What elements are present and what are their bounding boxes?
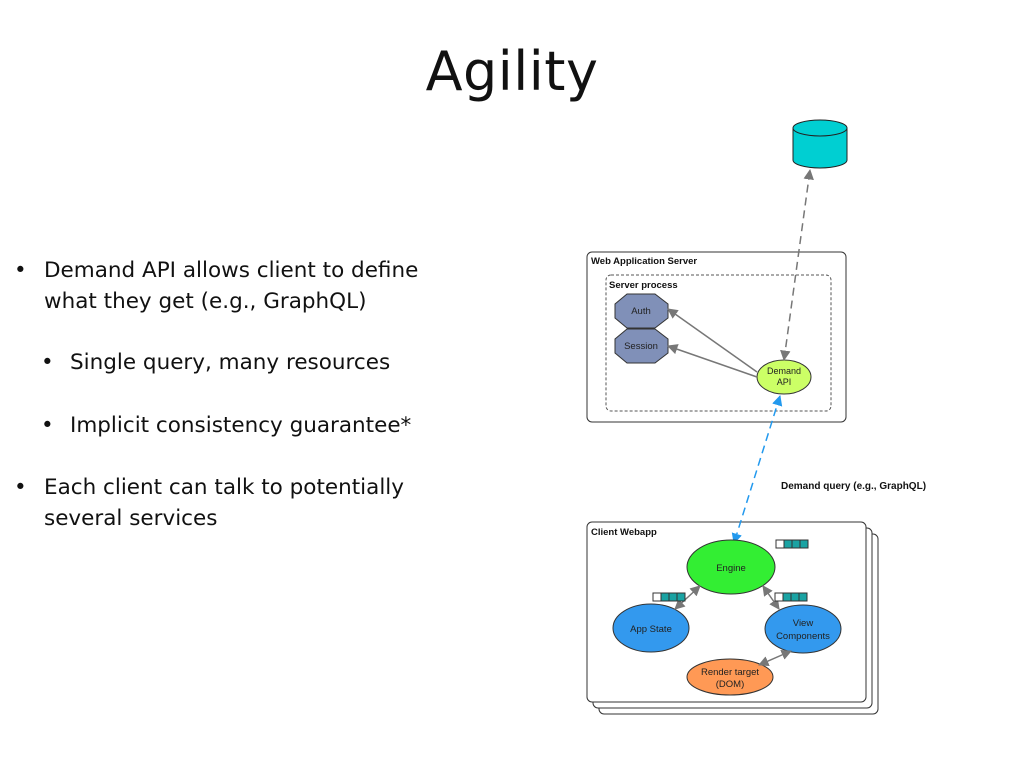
bullet-item: • Each client can talk to potentially se… bbox=[14, 472, 464, 534]
view-components-label-line1: View bbox=[793, 618, 814, 629]
auth-label: Auth bbox=[631, 306, 651, 317]
app-state-node: App State bbox=[612, 603, 690, 653]
view-components-node: View Components bbox=[764, 604, 842, 654]
engine-node: Engine bbox=[686, 539, 776, 595]
bullet-list: • Demand API allows client to define wha… bbox=[14, 255, 464, 534]
slide-title: Agility bbox=[425, 40, 599, 103]
render-target-node: Render target (DOM) bbox=[686, 658, 774, 696]
message-queue-icon bbox=[652, 592, 686, 602]
demand-api-node: Demand API bbox=[756, 359, 812, 395]
view-components-label-line2: Components bbox=[776, 631, 830, 642]
server-process-title: Server process bbox=[609, 280, 678, 291]
bullet-text: Demand API allows client to define what … bbox=[44, 258, 419, 314]
server-title: Web Application Server bbox=[591, 256, 697, 267]
bullet-text: Single query, many resources bbox=[70, 350, 391, 375]
render-target-label-line1: Render target bbox=[701, 667, 759, 678]
bullet-glyph: • bbox=[14, 475, 27, 500]
link-demand-api-to-database bbox=[780, 168, 814, 362]
link-demand-api-to-auth bbox=[667, 308, 758, 373]
sub-bullet-item: • Single query, many resources bbox=[14, 347, 464, 378]
sub-bullet-item: • Implicit consistency guarantee* bbox=[14, 410, 464, 441]
bullet-text: Each client can talk to potentially seve… bbox=[44, 475, 404, 531]
session-node: Session bbox=[614, 328, 669, 364]
demand-api-label-line1: Demand bbox=[767, 366, 801, 376]
client-webapp-box: Client Webapp bbox=[586, 521, 879, 715]
server-process-box bbox=[605, 274, 832, 412]
demand-query-label: Demand query (e.g., GraphQL) bbox=[781, 481, 926, 492]
engine-label: Engine bbox=[716, 563, 746, 574]
bullet-glyph: • bbox=[41, 413, 54, 438]
link-view-components-render-target bbox=[758, 649, 792, 667]
session-label: Session bbox=[624, 341, 658, 352]
bullet-text: Implicit consistency guarantee* bbox=[70, 413, 412, 438]
auth-node: Auth bbox=[614, 293, 669, 329]
database-cylinder-icon bbox=[792, 119, 848, 169]
app-state-label: App State bbox=[630, 624, 672, 635]
bullet-glyph: • bbox=[41, 350, 54, 375]
message-queue-icon bbox=[774, 592, 808, 602]
demand-api-label-line2: API bbox=[777, 377, 792, 387]
link-engine-view-components bbox=[762, 585, 780, 610]
render-target-label-line2: (DOM) bbox=[716, 679, 745, 690]
link-demand-api-to-session bbox=[667, 344, 758, 378]
link-engine-app-state bbox=[674, 585, 701, 610]
message-queue-icon bbox=[775, 539, 809, 549]
bullet-item: • Demand API allows client to define wha… bbox=[14, 255, 464, 317]
client-webapp-title: Client Webapp bbox=[591, 527, 657, 538]
bullet-glyph: • bbox=[14, 258, 27, 283]
